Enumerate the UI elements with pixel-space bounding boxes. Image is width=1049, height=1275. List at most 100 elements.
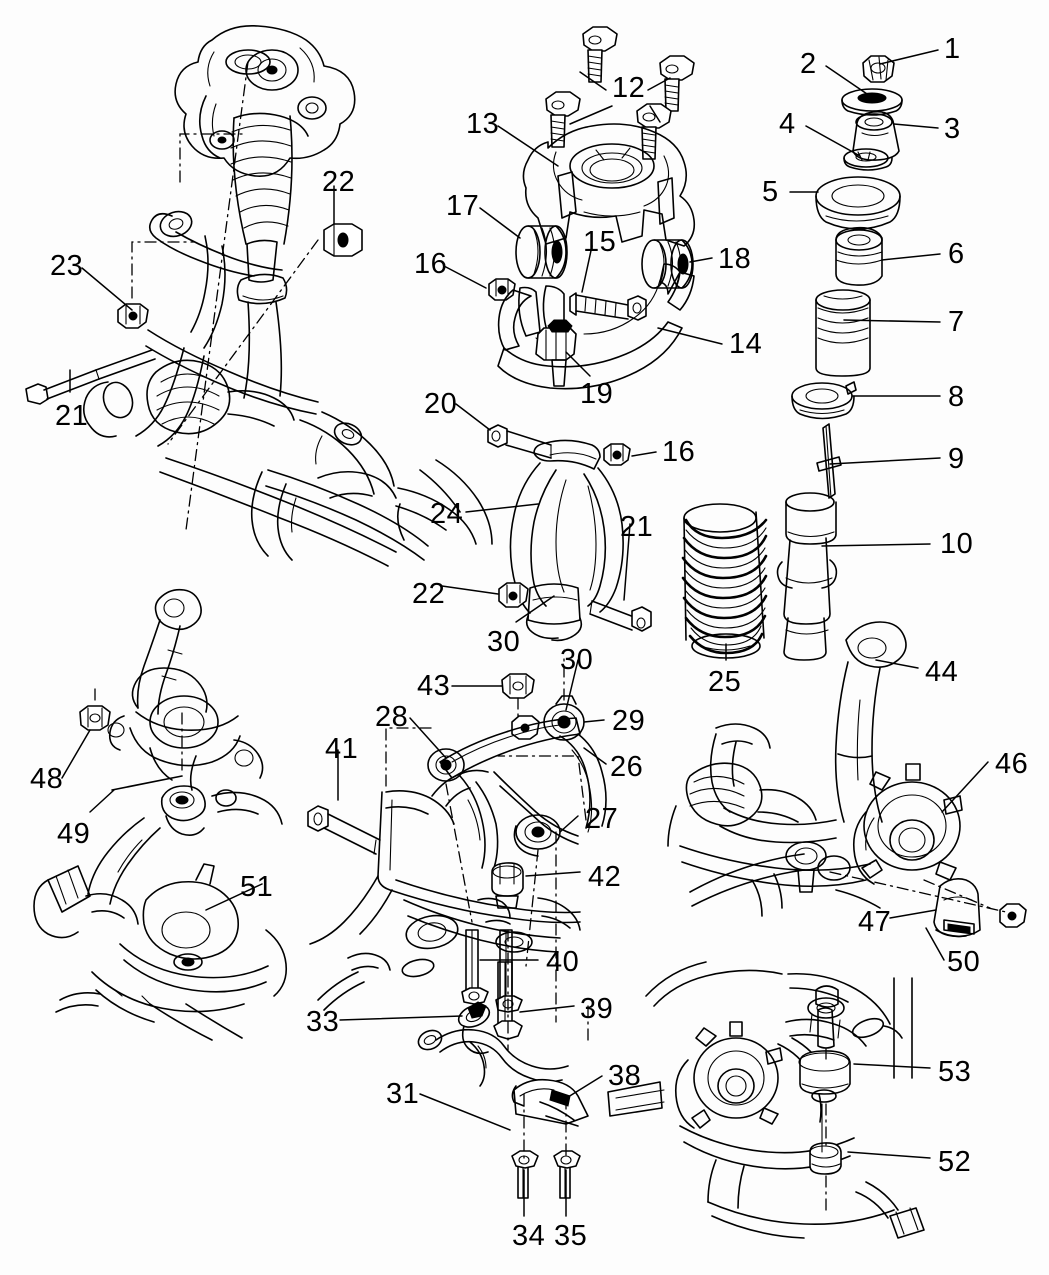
callout-41: 41 (325, 733, 359, 765)
illustration-upper-control-arm (488, 26, 696, 390)
part-16-nut-upper (488, 278, 516, 301)
part-1-nut (862, 55, 895, 83)
part-22-grommet-upper (323, 223, 363, 257)
part-25-coil-spring (681, 503, 768, 659)
callout-40: 40 (546, 946, 580, 978)
part-30-nut-arm (511, 715, 540, 740)
callout-18: 18 (718, 243, 752, 275)
callout-3: 3 (944, 113, 961, 145)
part-14-upper-control-arm (497, 263, 695, 390)
illustration-stabilizer-bar (417, 1003, 589, 1199)
callout-9: 9 (948, 443, 965, 475)
illustration-steering-knuckle (667, 621, 1027, 938)
callout-13: 13 (466, 108, 500, 140)
illustration-cradle-rail (309, 769, 581, 1011)
leader-lines (61, 49, 989, 1217)
callout-2: 2 (800, 48, 817, 80)
callout-52: 52 (938, 1146, 972, 1178)
callout-16b: 16 (662, 436, 696, 468)
part-21-bolt-upper (25, 349, 156, 405)
part-34-bolt (511, 1150, 539, 1199)
illustration-lower-mount-detail (607, 961, 925, 1239)
part-16-nut-fork (603, 443, 631, 466)
part-26-lower-control-arm (427, 717, 607, 857)
callout-30: 30 (487, 626, 521, 658)
part-8-spring-isolator (791, 381, 857, 420)
illustration-lower-control-arm (307, 653, 607, 1087)
part-22-nut-fork (498, 582, 529, 608)
part-53-isolator (798, 1050, 851, 1103)
callout-15: 15 (583, 226, 617, 258)
callout-24: 24 (430, 498, 464, 530)
part-7-dust-boot (815, 289, 871, 377)
callout-14: 14 (729, 328, 763, 360)
callout-53: 53 (938, 1056, 972, 1088)
callout-16: 16 (414, 248, 448, 280)
callout-1: 1 (944, 33, 961, 65)
part-38-stabilizer-bushing-clamp (511, 1078, 589, 1127)
callout-20: 20 (424, 388, 458, 420)
part-5-strut-mount-bearing (815, 176, 901, 230)
part-48-nut (79, 705, 111, 731)
callout-21: 21 (55, 400, 89, 432)
callout-35: 35 (554, 1220, 588, 1252)
callout-7: 7 (948, 306, 965, 338)
illustration-upper-left-assembly (25, 24, 493, 567)
illustration-strut-fork (487, 424, 768, 659)
callout-39: 39 (580, 993, 614, 1025)
callout-47: 47 (858, 906, 892, 938)
callout-22b: 22 (412, 578, 446, 610)
part-19-ball-joint (535, 319, 577, 387)
callout-48: 48 (30, 763, 64, 795)
callout-8: 8 (948, 381, 965, 413)
part-13-strut-mount-bracket (522, 123, 696, 247)
callout-27: 27 (585, 803, 619, 835)
callout-19: 19 (580, 378, 614, 410)
part-15-bolt (569, 292, 647, 321)
part-52-grommet (809, 1142, 842, 1175)
callout-46: 46 (995, 748, 1029, 780)
part-41-bolt (307, 805, 381, 855)
callout-31: 31 (386, 1078, 420, 1110)
callout-42: 42 (588, 861, 622, 893)
callout-12: 12 (612, 72, 646, 104)
callout-28: 28 (375, 701, 409, 733)
part-35-bolt (553, 1150, 581, 1199)
part-10-strut (776, 492, 838, 661)
part-33-tie-rod-end (457, 1001, 491, 1087)
part-12-bolts (545, 26, 695, 160)
part-40-bolts (461, 929, 523, 1013)
callout-22: 22 (322, 166, 356, 198)
part-20-bolt (487, 424, 552, 459)
part-3-upper-mount-cup (852, 110, 900, 161)
callout-38: 38 (608, 1060, 642, 1092)
illustration-strut-mount-stack (776, 55, 903, 661)
callout-6: 6 (948, 238, 965, 270)
callout-30b: 30 (560, 644, 594, 676)
part-23-nut (117, 303, 149, 329)
part-47-sensor-bracket (933, 878, 981, 938)
part-43-nut (501, 673, 535, 725)
part-17-bushing (515, 225, 568, 279)
illustration-knuckle-detail (33, 588, 288, 1041)
part-2-washer (841, 88, 903, 116)
callout-26: 26 (610, 751, 644, 783)
callout-17: 17 (446, 190, 480, 222)
callout-21b: 21 (620, 511, 654, 543)
callout-25: 25 (708, 666, 742, 698)
callout-49: 49 (57, 818, 91, 850)
part-50-nut (999, 903, 1027, 928)
part-42-bushing-lower (491, 862, 524, 909)
part-24-strut-fork (509, 439, 624, 642)
part-6-spacer (835, 226, 883, 286)
callout-5: 5 (762, 176, 779, 208)
callout-23: 23 (50, 250, 84, 282)
callout-10: 10 (940, 528, 974, 560)
callout-29: 29 (612, 705, 646, 737)
callout-51: 51 (240, 871, 274, 903)
callout-34: 34 (512, 1220, 546, 1252)
callout-50: 50 (947, 946, 981, 978)
callout-33: 33 (306, 1006, 340, 1038)
